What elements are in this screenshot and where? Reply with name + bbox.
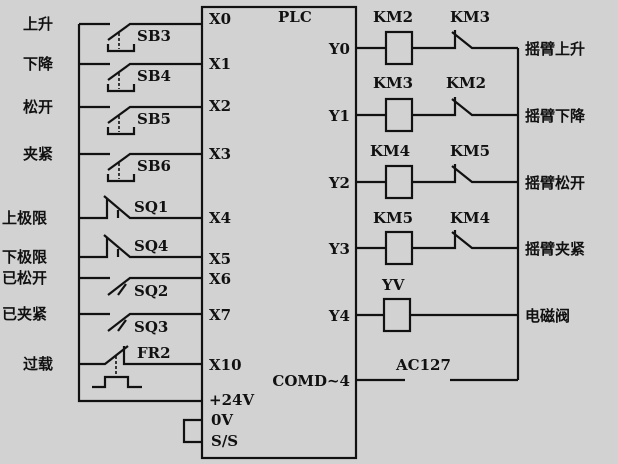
interlock-label: KM5 bbox=[450, 142, 490, 160]
input-terminal: X7 bbox=[209, 306, 231, 324]
coil-yv bbox=[382, 297, 412, 333]
limit-switch-sq4 bbox=[79, 234, 202, 259]
output-coil-labels: KM2 KM3 KM4 KM5 YV KM3 KM2 KM5 KM4 AC127 bbox=[370, 8, 490, 374]
power-terminal-0v: 0V bbox=[211, 411, 233, 429]
input-terminal: X10 bbox=[209, 356, 242, 374]
power-terminal-ss: S/S bbox=[211, 432, 238, 450]
input-terminal: X3 bbox=[209, 145, 231, 163]
coil-label: KM5 bbox=[373, 209, 413, 227]
output-terminal: Y0 bbox=[328, 40, 350, 58]
input-terminal: X1 bbox=[209, 55, 231, 73]
coil-km5 bbox=[384, 230, 414, 266]
device-label: SB3 bbox=[137, 27, 171, 45]
power-terminal-24v: +24V bbox=[209, 391, 254, 409]
output-rung-y2 bbox=[356, 164, 518, 200]
interlock-label: KM4 bbox=[450, 209, 490, 227]
device-label: SQ1 bbox=[134, 198, 168, 216]
device-label: SQ2 bbox=[134, 282, 168, 300]
pushbutton-sb6 bbox=[79, 152, 202, 183]
interlock-label: KM2 bbox=[446, 74, 486, 92]
device-label: FR2 bbox=[137, 344, 171, 362]
output-terminal: Y1 bbox=[328, 107, 350, 125]
device-label: SB4 bbox=[137, 67, 171, 85]
supply-label: AC127 bbox=[395, 356, 451, 374]
input-label: 上极限 bbox=[2, 209, 47, 227]
output-terminal: Y2 bbox=[328, 174, 350, 192]
device-label: SB6 bbox=[137, 157, 171, 175]
limit-switch-sq3 bbox=[79, 312, 202, 332]
input-terminal: X5 bbox=[209, 250, 231, 268]
limit-switch-sq1 bbox=[79, 195, 202, 220]
input-label: 下降 bbox=[23, 55, 54, 73]
coil-label: KM2 bbox=[373, 8, 413, 26]
output-labels: 摇臂上升 摇臂下降 摇臂松开 摇臂夹紧 电磁阀 bbox=[525, 40, 586, 325]
input-label: 松开 bbox=[23, 98, 53, 116]
pushbutton-sb3 bbox=[79, 22, 202, 53]
input-terminal: X4 bbox=[209, 209, 231, 227]
device-label: SQ3 bbox=[134, 318, 168, 336]
pushbutton-sb4 bbox=[79, 62, 202, 93]
interlock-label: KM3 bbox=[450, 8, 490, 26]
plc-title: PLC bbox=[278, 8, 312, 26]
output-label: 摇臂上升 bbox=[525, 40, 585, 58]
plc-output-terminals: Y0 Y1 Y2 Y3 Y4 COMD~4 bbox=[272, 40, 350, 390]
coil-km3 bbox=[384, 97, 414, 133]
thermal-relay-fr2 bbox=[79, 345, 202, 389]
input-common-bus bbox=[77, 24, 202, 403]
plc-box bbox=[200, 5, 358, 460]
output-rung-y4 bbox=[356, 297, 518, 333]
output-terminal: Y4 bbox=[328, 307, 350, 325]
output-rung-y1 bbox=[356, 97, 518, 133]
input-terminal: X6 bbox=[209, 270, 231, 288]
output-label: 摇臂松开 bbox=[525, 174, 585, 192]
input-label: 已夹紧 bbox=[2, 305, 47, 323]
output-rung-y3 bbox=[356, 230, 518, 266]
output-terminal: Y3 bbox=[328, 240, 350, 258]
input-label: 上升 bbox=[23, 15, 53, 33]
input-label: 下极限 bbox=[2, 248, 47, 266]
coil-label: KM3 bbox=[373, 74, 413, 92]
input-labels: 上升 下降 松开 夹紧 上极限 下极限 已松开 已夹紧 过载 bbox=[2, 15, 54, 373]
com-terminal: COMD~4 bbox=[272, 372, 350, 390]
output-rung-y0 bbox=[356, 30, 518, 66]
input-label: 夹紧 bbox=[23, 145, 53, 163]
input-terminal: X0 bbox=[209, 10, 231, 28]
device-label: SB5 bbox=[137, 110, 171, 128]
device-label: SQ4 bbox=[134, 237, 168, 255]
pushbutton-sb5 bbox=[79, 105, 202, 136]
coil-km2 bbox=[384, 30, 414, 66]
limit-switch-sq2 bbox=[79, 276, 202, 296]
plc-input-terminals: X0 X1 X2 X3 X4 X5 X6 X7 X10 +24V 0V S/S bbox=[209, 10, 254, 450]
input-device-labels: SB3 SB4 SB5 SB6 SQ1 SQ4 SQ2 SQ3 FR2 bbox=[134, 27, 171, 362]
coil-label: YV bbox=[381, 276, 405, 294]
output-label: 电磁阀 bbox=[525, 307, 570, 325]
input-label: 过载 bbox=[23, 355, 53, 373]
output-label: 摇臂下降 bbox=[525, 107, 586, 125]
input-label: 已松开 bbox=[2, 269, 47, 287]
input-terminal: X2 bbox=[209, 97, 231, 115]
output-label: 摇臂夹紧 bbox=[525, 240, 585, 258]
coil-label: KM4 bbox=[370, 142, 410, 160]
ss-0v-link bbox=[182, 418, 202, 444]
coil-km4 bbox=[384, 164, 414, 200]
